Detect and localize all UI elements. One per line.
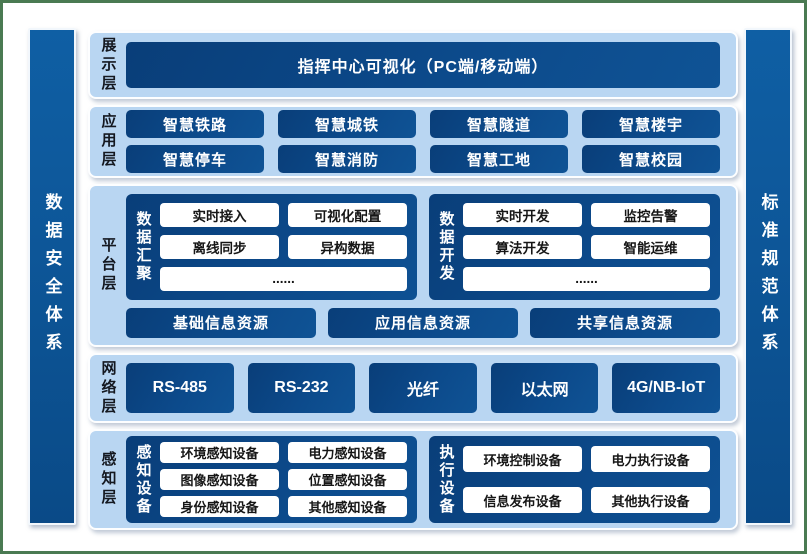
app-box-fire: 智慧消防: [278, 145, 416, 173]
platform-resources: 基础信息资源 应用信息资源 共享信息资源: [126, 307, 720, 338]
platform-group-data-development: 数据开发 实时开发 监控告警 算法开发 智能运维 ......: [429, 193, 720, 300]
app-box-building: 智慧楼宇: [582, 110, 720, 138]
platform-group-data-aggregation-label: 数据汇聚: [134, 210, 152, 283]
platform-group-data-aggregation: 数据汇聚 实时接入 可视化配置 离线同步 异构数据 ......: [126, 193, 417, 300]
app-box-construction: 智慧工地: [430, 145, 568, 173]
perception-group-sensing: 感知设备 环境感知设备 电力感知设备 图像感知设备 位置感知设备: [126, 436, 417, 523]
resource-basic-info: 基础信息资源: [126, 307, 316, 338]
network-row: RS-485 RS-232 光纤 以太网 4G/NB-IoT: [126, 363, 720, 413]
platform-group-grid: 实时开发 监控告警 算法开发 智能运维 ......: [463, 194, 720, 300]
chip-more-ellipsis: ......: [160, 266, 407, 291]
chip-heterogeneous-data: 异构数据: [288, 234, 407, 259]
chip-other-sensing: 其他感知设备: [288, 496, 407, 517]
layer-application: 应用层 智慧铁路 智慧城铁 智慧隧道 智慧楼宇 智慧停车 智慧消防 智慧工地 智…: [88, 105, 738, 178]
perception-group-execution: 执行设备 环境控制设备 电力执行设备 信息发布设备 其他执行设备: [429, 436, 720, 523]
app-box-metro: 智慧城铁: [278, 110, 416, 138]
layer-display: 展示层 指挥中心可视化（PC端/移动端）: [88, 31, 738, 99]
chip-visual-config: 可视化配置: [288, 202, 407, 227]
app-box-campus: 智慧校园: [582, 145, 720, 173]
layer-display-body: 指挥中心可视化（PC端/移动端）: [126, 33, 736, 97]
chip-smart-ops: 智能运维: [591, 234, 710, 259]
perception-groups: 感知设备 环境感知设备 电力感知设备 图像感知设备 位置感知设备: [126, 436, 720, 523]
chip-info-publish: 信息发布设备: [463, 487, 582, 513]
chip-env-sensing: 环境感知设备: [160, 442, 279, 463]
layer-application-label: 应用层: [99, 113, 117, 170]
layer-stack: 展示层 指挥中心可视化（PC端/移动端） 应用层 智慧铁路 智慧城铁 智慧隧道 …: [88, 31, 738, 530]
network-box-4g-nbiot: 4G/NB-IoT: [612, 363, 720, 413]
application-row: 智慧停车 智慧消防 智慧工地 智慧校园: [126, 145, 720, 173]
network-box-rs485: RS-485: [126, 363, 234, 413]
pillar-data-security: 数据安全体系: [28, 28, 76, 525]
perception-group-sensing-label: 感知设备: [134, 443, 152, 516]
network-box-ethernet: 以太网: [490, 363, 599, 413]
chip-algorithm-dev: 算法开发: [463, 234, 582, 259]
app-box-railway: 智慧铁路: [126, 110, 264, 138]
display-title-box: 指挥中心可视化（PC端/移动端）: [126, 42, 720, 88]
perception-group-grid: 环境控制设备 电力执行设备 信息发布设备 其他执行设备: [463, 436, 720, 523]
chip-env-control: 环境控制设备: [463, 446, 582, 472]
layer-platform-body: 数据汇聚 实时接入 可视化配置 离线同步 异构数据 ......: [126, 186, 736, 345]
layer-application-body: 智慧铁路 智慧城铁 智慧隧道 智慧楼宇 智慧停车 智慧消防 智慧工地 智慧校园: [126, 107, 736, 176]
pillar-standards-label: 标准规范体系: [758, 192, 778, 361]
network-box-fiber: 光纤: [369, 363, 477, 413]
layer-platform: 平台层 数据汇聚 实时接入 可视化配置 离线同步 异构数据: [88, 184, 738, 347]
chip-power-sensing: 电力感知设备: [288, 442, 407, 463]
platform-group-grid: 实时接入 可视化配置 离线同步 异构数据 ......: [160, 194, 417, 300]
chip-image-sensing: 图像感知设备: [160, 469, 279, 490]
chip-identity-sensing: 身份感知设备: [160, 496, 279, 517]
perception-group-execution-label: 执行设备: [437, 443, 455, 516]
layer-perception-label: 感知层: [99, 451, 117, 508]
layer-network-body: RS-485 RS-232 光纤 以太网 4G/NB-IoT: [126, 355, 736, 421]
layer-display-label: 展示层: [99, 36, 117, 94]
application-row: 智慧铁路 智慧城铁 智慧隧道 智慧楼宇: [126, 110, 720, 138]
chip-power-exec: 电力执行设备: [591, 446, 710, 472]
app-box-tunnel: 智慧隧道: [430, 110, 568, 138]
chip-location-sensing: 位置感知设备: [288, 469, 407, 490]
platform-groups: 数据汇聚 实时接入 可视化配置 离线同步 异构数据 ......: [126, 193, 720, 300]
pillar-data-security-label: 数据安全体系: [42, 192, 62, 361]
platform-group-data-development-label: 数据开发: [437, 210, 455, 283]
pillar-standards: 标准规范体系: [744, 28, 792, 525]
chip-more-ellipsis: ......: [463, 266, 710, 291]
chip-offline-sync: 离线同步: [160, 234, 279, 259]
chip-other-exec: 其他执行设备: [591, 487, 710, 513]
network-box-rs232: RS-232: [247, 363, 356, 413]
layer-perception: 感知层 感知设备 环境感知设备 电力感知设备 图像感知设备 位置感知设备: [88, 429, 738, 530]
layer-platform-label: 平台层: [99, 237, 117, 294]
resource-shared-info: 共享信息资源: [530, 307, 720, 338]
chip-monitor-alert: 监控告警: [591, 202, 710, 227]
layer-perception-body: 感知设备 环境感知设备 电力感知设备 图像感知设备 位置感知设备: [126, 431, 736, 528]
app-box-parking: 智慧停车: [126, 145, 264, 173]
layer-network: 网络层 RS-485 RS-232 光纤 以太网 4G/NB-IoT: [88, 353, 738, 423]
perception-group-grid: 环境感知设备 电力感知设备 图像感知设备 位置感知设备 身份感知设备 其他感知设…: [160, 436, 417, 523]
chip-realtime-access: 实时接入: [160, 202, 279, 227]
layer-network-label: 网络层: [99, 359, 117, 417]
resource-application-info: 应用信息资源: [328, 307, 518, 338]
chip-realtime-dev: 实时开发: [463, 202, 582, 227]
